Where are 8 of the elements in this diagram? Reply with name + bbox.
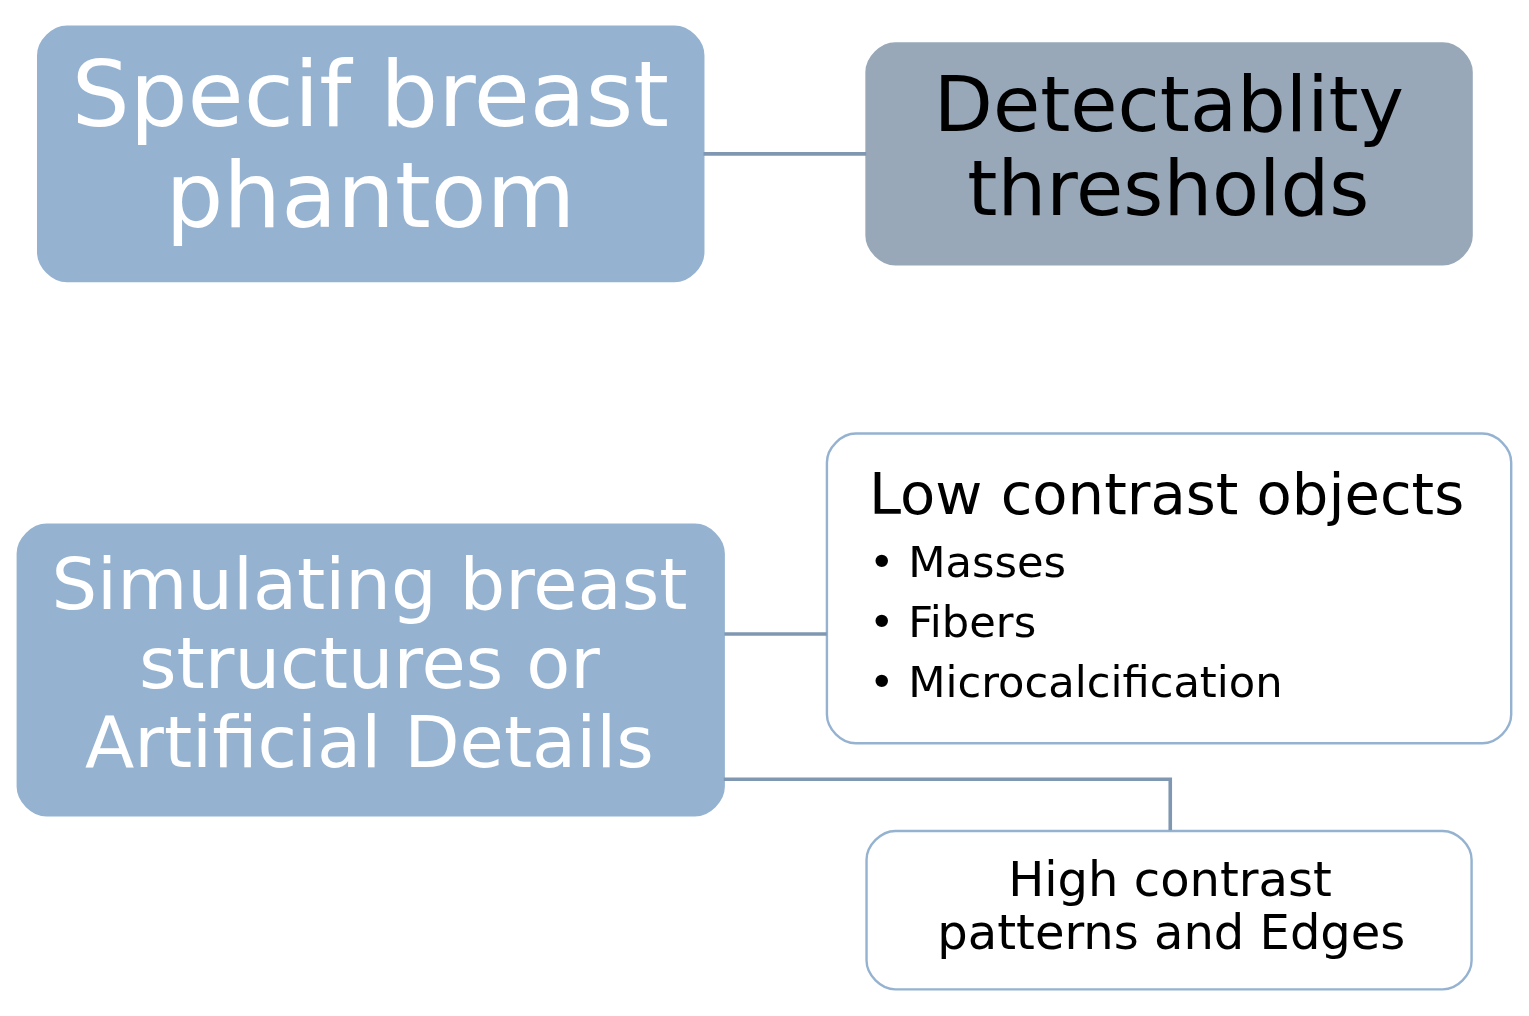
connector [724, 632, 827, 636]
connector [703, 152, 867, 156]
node-box: Simulating breast structures or Artificial Details [16, 523, 725, 817]
node-box: High contrast patterns and Edges [865, 829, 1473, 991]
node-box: Detectablity thresholds [865, 42, 1473, 266]
connector [723, 777, 1173, 831]
node-box: Specif breast phantom [37, 25, 705, 283]
node-box: Low contrast objects • Masses • Fibers • Microcalcification [825, 432, 1513, 745]
